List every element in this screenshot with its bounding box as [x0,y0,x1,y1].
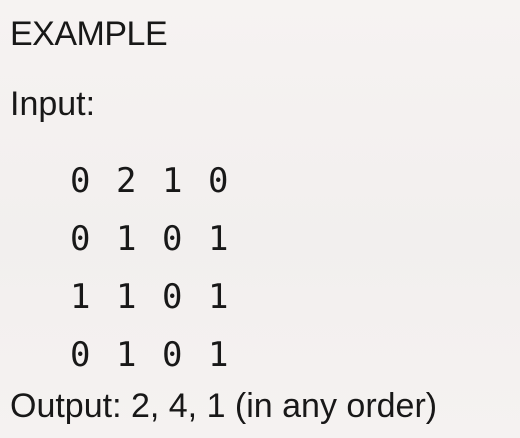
matrix-row: 0 1 0 1 [70,210,254,268]
example-heading: EXAMPLE [10,15,168,53]
matrix-cell: 0 [70,335,91,375]
matrix-cell: 0 [208,161,229,201]
matrix-row: 1 1 0 1 [70,268,254,326]
matrix-cell: 1 [116,277,137,317]
matrix-cell: 0 [162,277,183,317]
matrix-row: 0 1 0 1 [70,326,254,384]
input-matrix: 0 2 1 0 0 1 0 1 1 1 0 1 0 1 0 1 [70,152,254,384]
matrix-cell: 1 [162,161,183,201]
output-line: Output: 2, 4, 1 (in any order) [10,387,438,425]
matrix-cell: 0 [162,335,183,375]
matrix-cell: 0 [70,161,91,201]
matrix-cell: 1 [70,277,91,317]
input-label: Input: [10,85,96,123]
matrix-cell: 1 [208,219,229,259]
matrix-cell: 0 [70,219,91,259]
matrix-cell: 1 [116,335,137,375]
matrix-cell: 2 [116,161,137,201]
matrix-row: 0 2 1 0 [70,152,254,210]
matrix-cell: 1 [208,335,229,375]
matrix-cell: 1 [116,219,137,259]
matrix-cell: 0 [162,219,183,259]
matrix-cell: 1 [208,277,229,317]
